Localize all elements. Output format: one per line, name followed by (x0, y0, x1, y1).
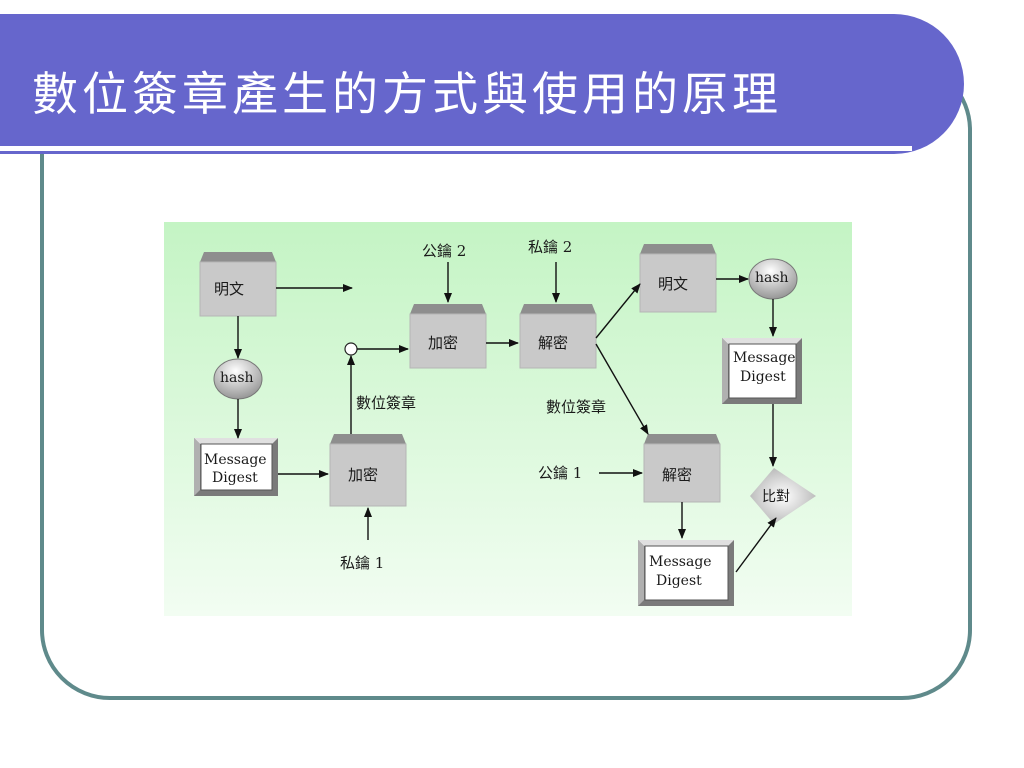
title-bar: 數位簽章產生的方式與使用的原理 (0, 14, 964, 154)
plaintext-left-box (199, 252, 277, 317)
compare-diamond (750, 468, 816, 524)
signature-diagram: 明文 hash Message Digest 加密 私鑰 1 數位簽章 公鑰 2… (164, 222, 852, 616)
diagram-canvas (164, 222, 852, 616)
merge-node (344, 342, 358, 356)
signature-label-left: 數位簽章 (356, 394, 417, 412)
message-digest-bottom-line1: Message (649, 554, 712, 570)
compare-label: 比對 (762, 489, 790, 505)
encrypt-main-label: 加密 (428, 334, 459, 352)
plaintext-right-label: 明文 (658, 275, 689, 293)
hash-left-label: hash (220, 370, 254, 386)
message-digest-bottom-box (638, 540, 734, 606)
hash-right-label: hash (755, 270, 789, 286)
message-digest-right-line2: Digest (740, 369, 786, 385)
encrypt-sign-label: 加密 (348, 466, 379, 484)
signature-label-right: 數位簽章 (546, 398, 607, 416)
message-digest-right-box (722, 338, 802, 404)
public-key-2-label: 公鑰 2 (422, 242, 467, 260)
plaintext-right-box (639, 244, 717, 313)
title-underline (0, 146, 912, 151)
encrypt-main-box (409, 304, 487, 369)
message-digest-left-line2: Digest (212, 470, 258, 486)
message-digest-right-line1: Message (733, 350, 796, 366)
public-key-1-label: 公鑰 1 (538, 464, 583, 482)
message-digest-bottom-line2: Digest (656, 573, 702, 589)
encrypt-sign-box (329, 434, 407, 507)
message-digest-left-line1: Message (204, 452, 267, 468)
decrypt-main-label: 解密 (538, 334, 569, 352)
private-key-2-label: 私鑰 2 (528, 238, 573, 256)
slide-title: 數位簽章產生的方式與使用的原理 (32, 67, 782, 121)
plaintext-left-label: 明文 (214, 280, 245, 298)
private-key-1-label: 私鑰 1 (340, 554, 385, 572)
message-digest-left-box (194, 438, 278, 496)
flow-arrows (234, 262, 777, 573)
decrypt-main-box (519, 304, 597, 369)
decrypt-sig-label: 解密 (662, 466, 693, 484)
decrypt-sig-box (643, 434, 721, 503)
